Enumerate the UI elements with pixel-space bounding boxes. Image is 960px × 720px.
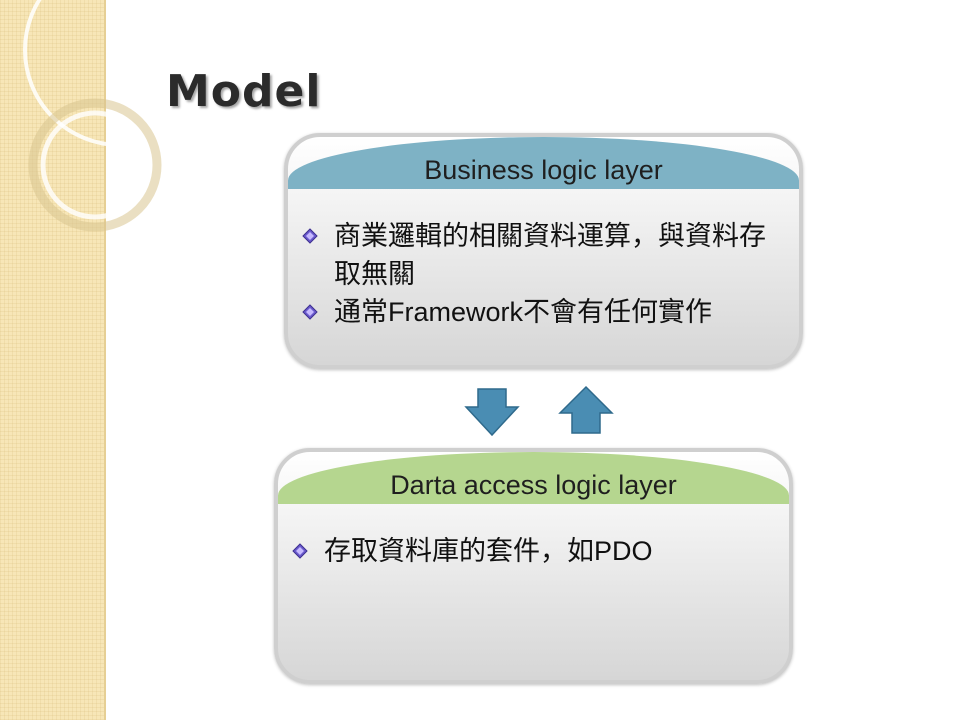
business-bullet-text-1: 商業邏輯的相關資料運算，與資料存取無關 bbox=[334, 221, 766, 289]
business-bullet-item: 商業邏輯的相關資料運算，與資料存取無關 bbox=[302, 217, 782, 293]
diamond-bullet-icon bbox=[302, 304, 318, 320]
business-bullet-item: 通常Framework不會有任何實作 bbox=[302, 293, 782, 331]
up-arrow-icon bbox=[558, 385, 614, 434]
diamond-bullet-icon bbox=[292, 543, 308, 559]
business-logic-layer-box: Business logic layer 商業邏輯的相關資料運算，與資料存取無關… bbox=[284, 133, 803, 369]
business-bullet-text-2: 通常Framework不會有任何實作 bbox=[334, 297, 713, 327]
diamond-bullet-icon bbox=[302, 228, 318, 244]
down-arrow-icon bbox=[464, 388, 520, 437]
layer-connection-arrows bbox=[464, 385, 614, 437]
data-bullet-text-1: 存取資料庫的套件，如PDO bbox=[324, 536, 653, 566]
decorative-circles bbox=[23, 0, 217, 232]
deco-circle-large bbox=[23, 0, 217, 147]
business-layer-header: Business logic layer bbox=[288, 137, 799, 189]
data-layer-header-text: Darta access logic layer bbox=[390, 470, 677, 500]
data-bullet-item: 存取資料庫的套件，如PDO bbox=[292, 532, 772, 570]
business-layer-header-text: Business logic layer bbox=[424, 155, 663, 185]
data-layer-header: Darta access logic layer bbox=[278, 452, 789, 504]
business-layer-bullet-list: 商業邏輯的相關資料運算，與資料存取無關 通常Framework不會有任何實作 bbox=[302, 217, 782, 331]
deco-circle-ring-outer bbox=[28, 98, 162, 232]
deco-circle-ring-inner bbox=[40, 110, 150, 220]
slide-title: Model bbox=[166, 66, 322, 117]
data-layer-bullet-list: 存取資料庫的套件，如PDO bbox=[292, 532, 772, 570]
data-access-logic-layer-box: Darta access logic layer 存取資料庫的套件，如PDO bbox=[274, 448, 793, 684]
